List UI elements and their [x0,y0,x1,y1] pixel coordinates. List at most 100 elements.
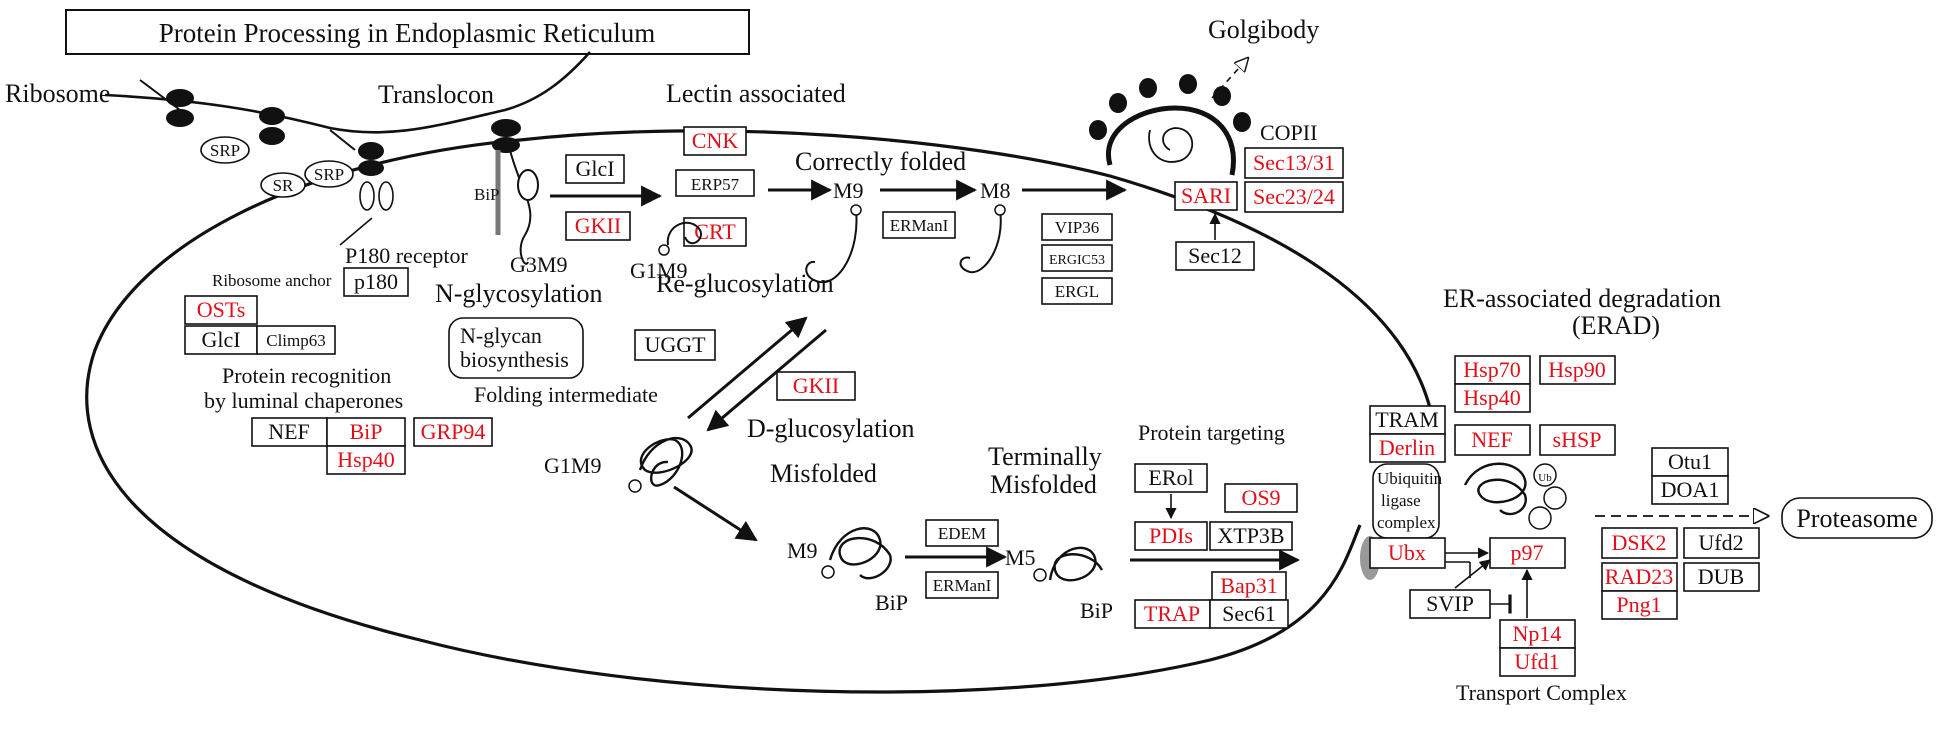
gene-gkii-a[interactable]: GKII [575,213,621,238]
gene-bap31[interactable]: Bap31 [1220,573,1277,598]
gene-box-sec12[interactable] [1175,241,1255,271]
gene-doa1[interactable]: DOA1 [1661,477,1720,502]
gene-box-cnk[interactable] [683,126,747,156]
gene-sec61[interactable]: Sec61 [1222,601,1276,626]
gene-box-bap31[interactable] [1211,571,1287,601]
gene-box-sec61[interactable] [1209,599,1289,629]
gene-xtp3b[interactable]: XTP3B [1217,523,1284,548]
gene-pdis[interactable]: PDIs [1149,523,1193,548]
gene-box-crt[interactable] [683,217,747,247]
gene-glci-a[interactable]: GlcI [575,156,614,181]
gene-box-gkii-a[interactable] [565,211,631,241]
gene-box-glci-a[interactable] [565,154,625,184]
gene-box-png1[interactable] [1601,590,1678,620]
gene-box-glci-b[interactable] [184,325,258,355]
gene-box-svip[interactable] [1409,589,1491,619]
gene-box-bip[interactable] [326,417,406,447]
gene-box-otu1[interactable] [1651,447,1729,477]
gene-box-ufd1[interactable] [1499,647,1576,677]
gene-ufd2[interactable]: Ufd2 [1698,530,1743,555]
gene-box-dub[interactable] [1683,562,1760,592]
gene-osts[interactable]: OSTs [197,297,246,322]
gene-ufd1[interactable]: Ufd1 [1514,649,1559,674]
ribosome-cluster [166,89,521,176]
gene-box-pdis[interactable] [1134,521,1208,551]
gene-trap[interactable]: TRAP [1144,601,1200,626]
gene-box-hsp90[interactable] [1539,355,1616,385]
gene-hsp70[interactable]: Hsp70 [1463,357,1520,382]
gene-dub[interactable]: DUB [1698,564,1744,589]
gene-derlin[interactable]: Derlin [1379,435,1435,460]
gene-box-vip36[interactable] [1041,213,1113,241]
gene-box-sec23-24[interactable] [1244,181,1344,213]
gene-sec13-31[interactable]: Sec13/31 [1253,150,1335,175]
gene-sec23-24[interactable]: Sec23/24 [1253,184,1335,209]
gene-box-ermani-a[interactable] [882,211,956,239]
gene-glci-b[interactable]: GlcI [201,327,240,352]
gene-shsp[interactable]: sHSP [1553,427,1602,452]
gene-box-sec13-31[interactable] [1244,147,1344,179]
gene-box-ergic53[interactable] [1041,244,1113,272]
proteasome-box[interactable] [1781,497,1933,539]
gene-ubx[interactable]: Ubx [1388,540,1426,565]
gene-box-ubx[interactable] [1369,537,1446,569]
n-glycan-box[interactable] [448,317,584,379]
gene-box-xtp3b[interactable] [1209,521,1293,551]
gene-hsp40-b[interactable]: Hsp40 [1463,385,1520,410]
gene-png1[interactable]: Png1 [1616,592,1661,617]
gene-bip[interactable]: BiP [349,419,382,444]
gene-box-ergl[interactable] [1041,277,1113,305]
gene-p180[interactable]: p180 [354,269,398,294]
gene-box-climp63[interactable] [256,325,336,355]
gene-nef-b[interactable]: NEF [1471,427,1513,452]
gene-svip[interactable]: SVIP [1426,591,1474,616]
gene-os9[interactable]: OS9 [1241,485,1280,510]
gene-vip36[interactable]: VIP36 [1055,218,1099,237]
gene-box-uggt[interactable] [634,329,716,361]
gene-box-hsp40-a[interactable] [326,445,406,475]
gene-gkii-b[interactable]: GKII [793,373,839,398]
gene-box-sari[interactable] [1174,181,1238,211]
gene-box-grp94[interactable] [413,417,493,447]
gene-box-ufd2[interactable] [1683,527,1760,559]
gene-rad23[interactable]: RAD23 [1605,564,1673,589]
gene-grp94[interactable]: GRP94 [421,419,486,444]
gene-box-erp57[interactable] [675,169,755,197]
gene-tram[interactable]: TRAM [1375,407,1439,432]
gene-p97[interactable]: p97 [1511,540,1544,565]
translocon-label: Translocon [378,80,494,109]
gene-erp57[interactable]: ERP57 [691,175,740,194]
gene-box-erol[interactable] [1134,463,1208,493]
gene-box-osts[interactable] [184,295,258,325]
gene-np14[interactable]: Np14 [1513,621,1562,646]
gene-climp63[interactable]: Climp63 [266,331,326,350]
gene-otu1[interactable]: Otu1 [1668,449,1712,474]
gene-box-p97[interactable] [1489,537,1566,569]
gene-ermani-b[interactable]: ERManI [933,576,992,595]
gene-hsp40-a[interactable]: Hsp40 [337,447,394,472]
gene-hsp90[interactable]: Hsp90 [1548,357,1605,382]
gene-box-nef-b[interactable] [1454,424,1531,456]
gene-cnk[interactable]: CNK [692,128,739,153]
gene-ergl[interactable]: ERGL [1055,282,1099,301]
gene-erol[interactable]: ERol [1148,465,1193,490]
gene-box-os9[interactable] [1224,483,1298,513]
gene-sari[interactable]: SARI [1181,183,1231,208]
gene-ergic53[interactable]: ERGIC53 [1049,253,1105,268]
gene-sec12[interactable]: Sec12 [1188,243,1242,268]
gene-ermani-a[interactable]: ERManI [890,216,949,235]
gene-box-doa1[interactable] [1651,475,1729,505]
gene-box-edem[interactable] [925,519,999,547]
gene-box-hsp40-b[interactable] [1454,383,1531,413]
gene-nef-a[interactable]: NEF [268,419,310,444]
gene-box-p180[interactable] [343,267,409,297]
gene-box-ermani-b[interactable] [925,571,999,599]
gene-dsk2[interactable]: DSK2 [1611,530,1666,555]
gene-box-dsk2[interactable] [1601,527,1678,559]
gene-box-np14[interactable] [1499,619,1576,649]
gene-edem[interactable]: EDEM [938,524,986,543]
gene-uggt[interactable]: UGGT [644,332,706,357]
gene-box-derlin[interactable] [1369,433,1446,463]
gene-box-shsp[interactable] [1539,424,1616,456]
gene-box-gkii-b[interactable] [776,371,856,401]
